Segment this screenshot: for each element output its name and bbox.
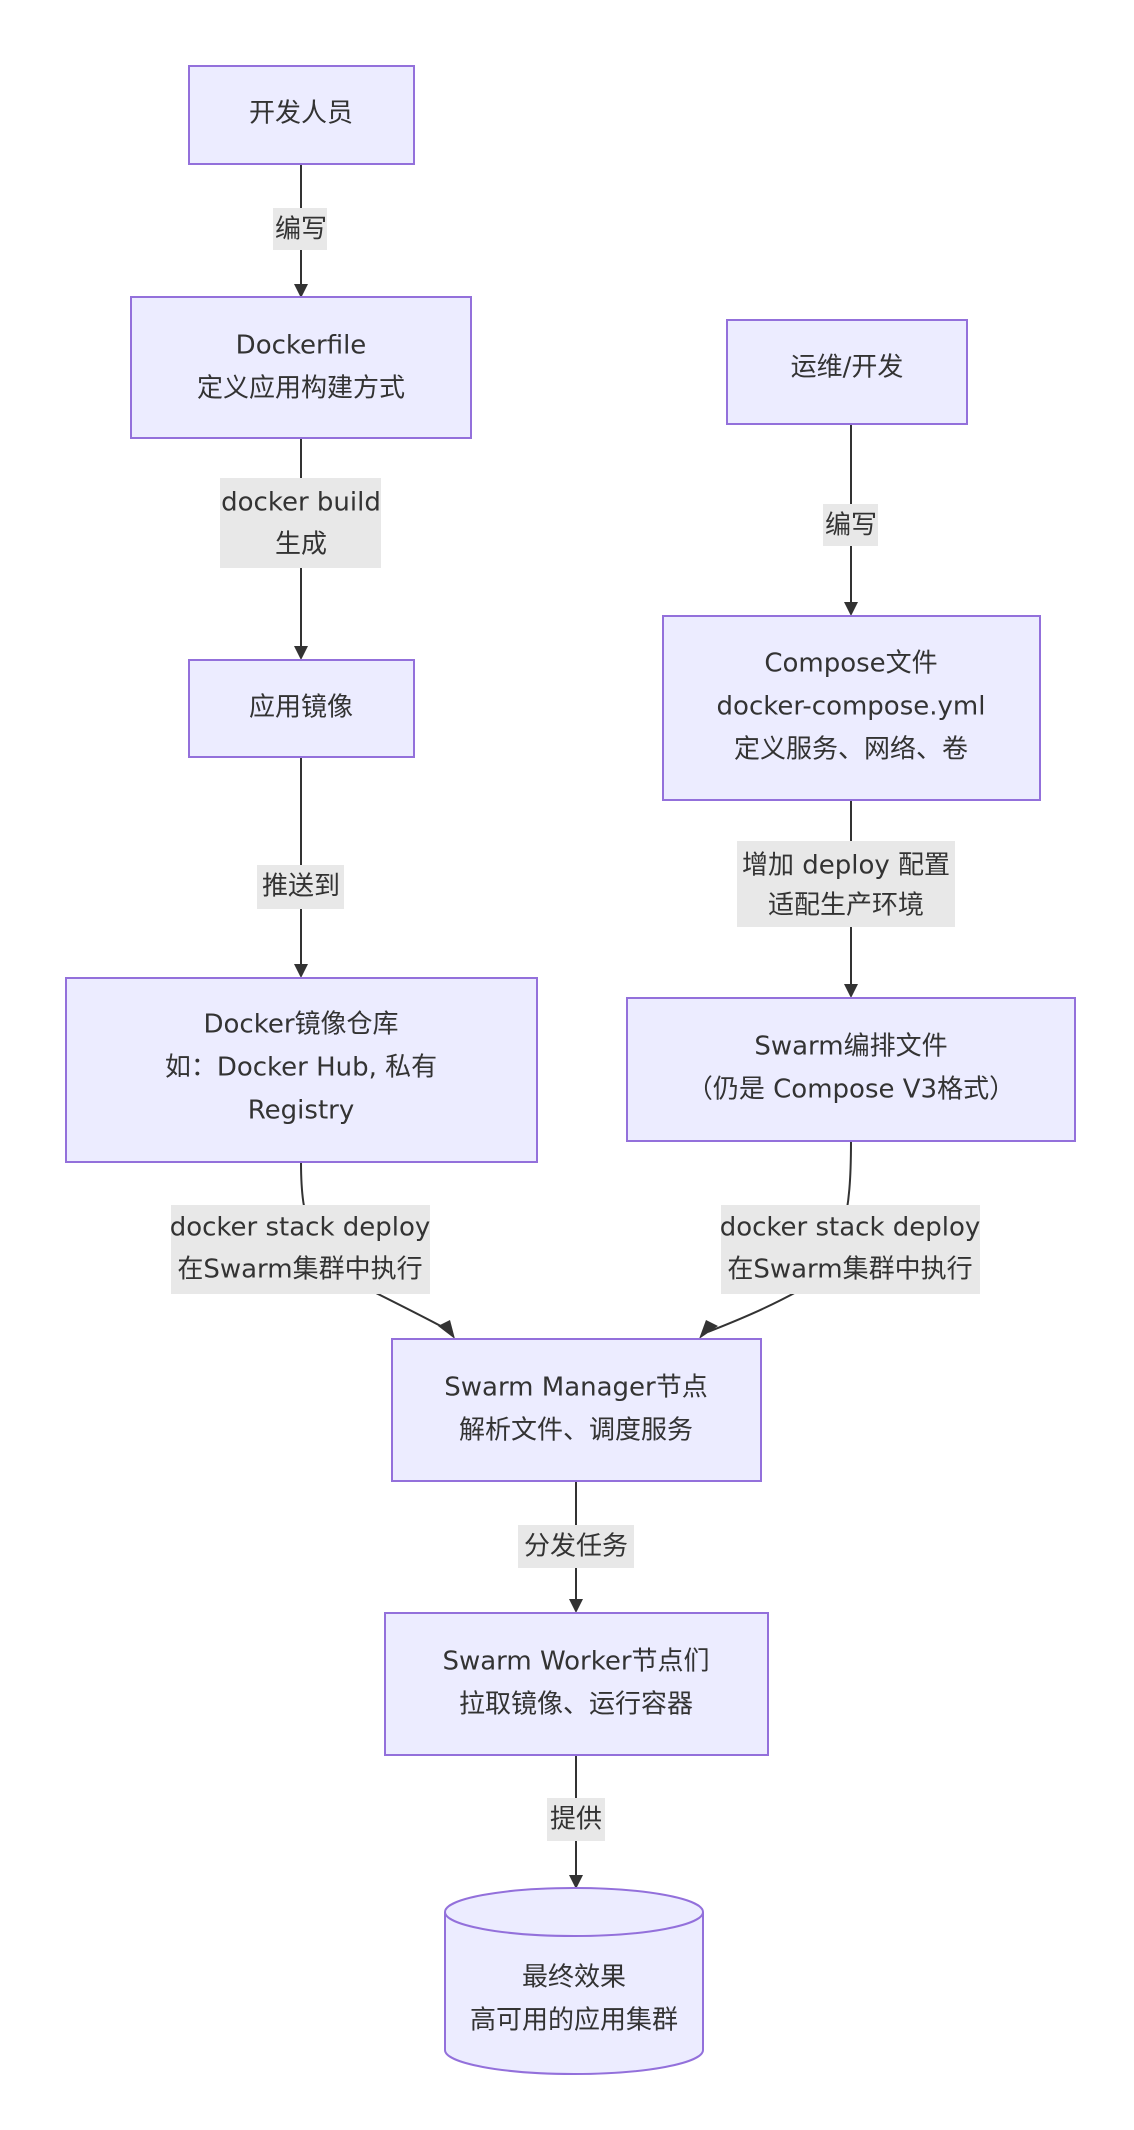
node-registry[interactable]: Docker镜像仓库 如：Docker Hub, 私有 Registry: [65, 977, 538, 1163]
node-label: 定义应用构建方式: [197, 374, 405, 404]
node-label: Compose文件: [764, 649, 937, 679]
arrowhead-icon: [844, 984, 858, 998]
edge-label-write-left: 编写: [273, 208, 327, 250]
edge-label-text: 提供: [550, 1805, 602, 1835]
edge-label-text: 编写: [825, 511, 877, 541]
edge-label-provide: 提供: [547, 1798, 605, 1841]
arrowhead-icon: [699, 1320, 718, 1339]
edge-label-docker-build: docker build 生成: [220, 478, 381, 568]
node-app-image[interactable]: 应用镜像: [188, 659, 415, 758]
node-label: Swarm Manager节点: [444, 1373, 708, 1403]
edge-label-push: 推送到: [257, 865, 344, 909]
edge-label-text: docker stack deploy: [720, 1213, 981, 1243]
edge-labels: 编写 docker build 生成 推送到 编写 增加 deploy 配置 适…: [170, 208, 981, 1841]
edge-label-text: 适配生产环境: [768, 891, 924, 921]
arrowhead-icon: [294, 284, 308, 298]
arrowhead-icon: [294, 646, 308, 660]
node-label: 开发人员: [249, 99, 353, 129]
edge-label-add-deploy: 增加 deploy 配置 适配生产环境: [737, 841, 955, 927]
node-swarm-workers[interactable]: Swarm Worker节点们 拉取镜像、运行容器: [384, 1612, 769, 1756]
node-ops-dev[interactable]: 运维/开发: [726, 319, 968, 425]
node-label: 运维/开发: [791, 353, 904, 383]
node-label: Dockerfile: [236, 331, 367, 361]
node-developer[interactable]: 开发人员: [188, 65, 415, 165]
node-label: 应用镜像: [249, 693, 353, 723]
node-compose-file[interactable]: Compose文件 docker-compose.yml 定义服务、网络、卷: [662, 615, 1041, 801]
node-label: Swarm编排文件: [754, 1032, 947, 1062]
arrowhead-icon: [844, 602, 858, 616]
edge-label-text: docker stack deploy: [170, 1213, 431, 1243]
cylinder-top-rim: [444, 1911, 704, 1937]
node-dockerfile[interactable]: Dockerfile 定义应用构建方式: [130, 296, 472, 439]
edge-label-text: 分发任务: [524, 1532, 628, 1562]
edge-label-text: 生成: [275, 530, 327, 560]
edge-label-text: docker build: [221, 488, 381, 518]
arrowhead-icon: [438, 1320, 455, 1339]
arrowhead-icon: [294, 964, 308, 978]
edge-label-write-right: 编写: [823, 504, 878, 546]
node-swarm-file[interactable]: Swarm编排文件 （仍是 Compose V3格式）: [626, 997, 1076, 1142]
node-label: Registry: [248, 1096, 354, 1126]
edge-label-text: 在Swarm集群中执行: [727, 1255, 972, 1285]
edge-label-stack-deploy-right: docker stack deploy 在Swarm集群中执行: [720, 1205, 981, 1294]
node-label: 最终效果: [522, 1963, 626, 1993]
node-label: （仍是 Compose V3格式）: [687, 1075, 1015, 1105]
node-label: 如：Docker Hub, 私有: [165, 1053, 437, 1083]
nodes: 开发人员 Dockerfile 定义应用构建方式 应用镜像 Docker镜像仓库…: [65, 65, 1076, 2075]
arrowhead-icon: [569, 1875, 583, 1889]
node-swarm-manager[interactable]: Swarm Manager节点 解析文件、调度服务: [391, 1338, 762, 1482]
edge-label-text: 推送到: [262, 872, 340, 902]
node-label: 拉取镜像、运行容器: [459, 1690, 693, 1720]
edge-label-text: 增加 deploy 配置: [742, 851, 950, 881]
node-label: docker-compose.yml: [717, 692, 986, 722]
arrowhead-icon: [569, 1599, 583, 1613]
node-label: Docker镜像仓库: [203, 1010, 398, 1040]
node-label: 解析文件、调度服务: [459, 1416, 693, 1446]
edge-label-text: 编写: [275, 215, 327, 245]
edge-label-stack-deploy-left: docker stack deploy 在Swarm集群中执行: [170, 1205, 431, 1294]
node-label: 定义服务、网络、卷: [734, 735, 968, 765]
edge-label-dispatch: 分发任务: [518, 1525, 634, 1568]
edge-label-text: 在Swarm集群中执行: [177, 1255, 422, 1285]
node-label: Swarm Worker节点们: [442, 1647, 709, 1677]
node-result-cylinder[interactable]: 最终效果 高可用的应用集群: [444, 1887, 704, 2075]
database-cylinder-icon: [444, 1887, 704, 2075]
node-label: 高可用的应用集群: [470, 2006, 678, 2036]
